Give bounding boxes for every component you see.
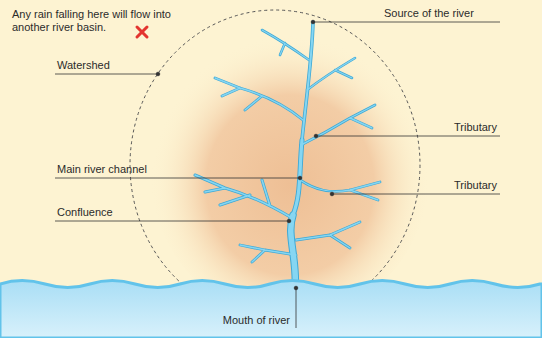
basin-shading (150, 20, 430, 320)
red-cross (137, 27, 147, 37)
callout-label: Tributary (454, 121, 497, 134)
callout-label: Source of the river (384, 7, 474, 20)
leader-lines (55, 20, 500, 328)
callout-label: Mouth of river (223, 314, 290, 327)
note-text: Any rain falling here will flow into ano… (12, 8, 184, 34)
callout-label: Tributary (454, 179, 497, 192)
river-network-outline (195, 22, 380, 292)
watershed-boundary (130, 10, 420, 320)
sea (0, 281, 542, 338)
river-network (195, 22, 380, 292)
callout-label: Main river channel (57, 163, 147, 176)
callout-label: Watershed (57, 59, 110, 72)
callout-label: Confluence (57, 206, 113, 219)
